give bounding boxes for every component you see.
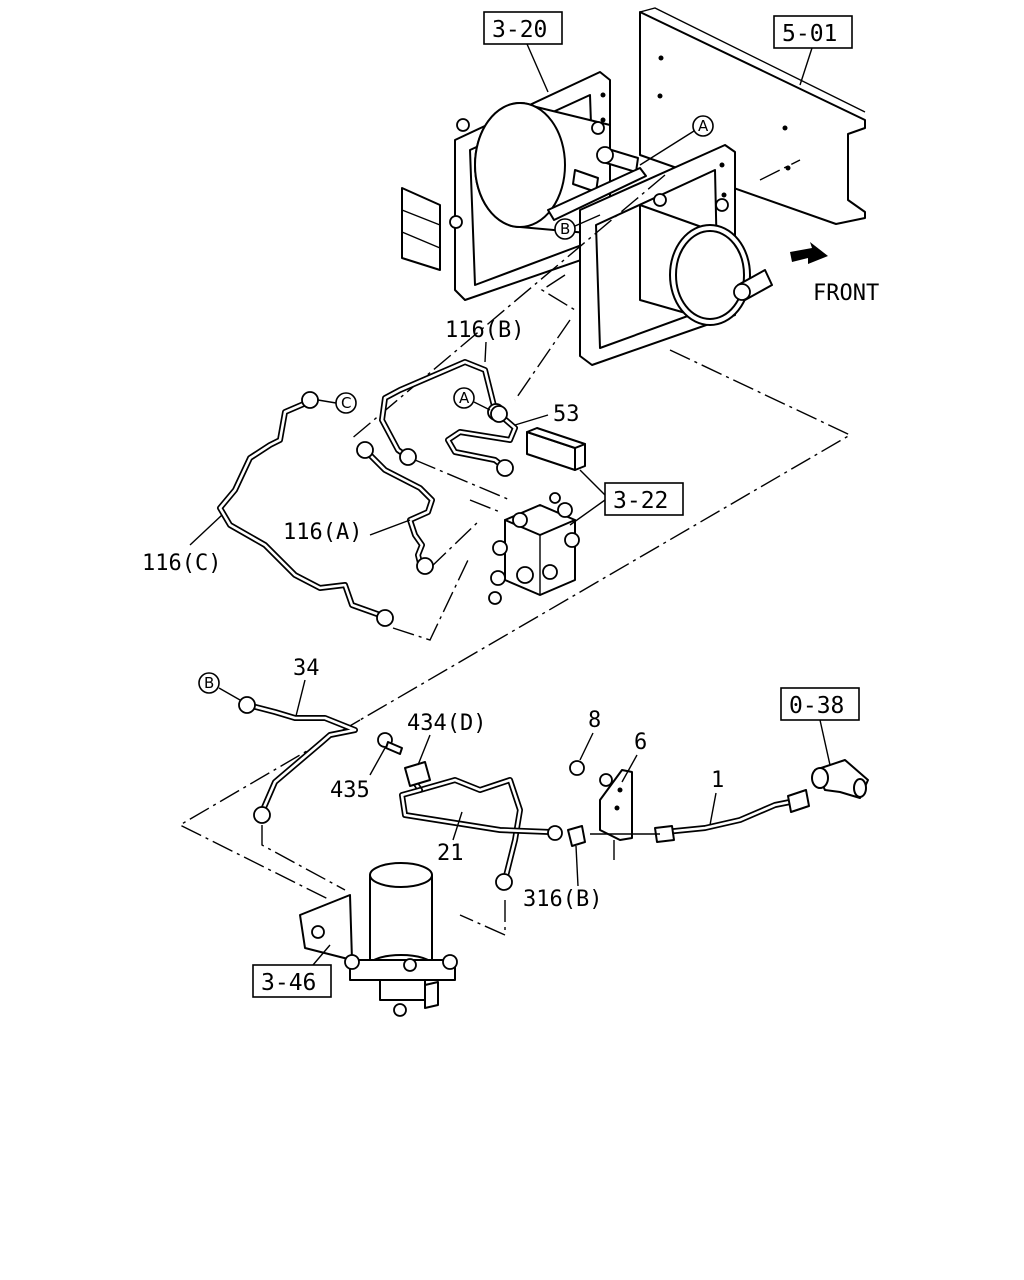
label-434d: 434(D) [407,711,486,736]
reference-box-3-22-text: 3-22 [613,488,668,514]
reference-box-5-01-text: 5-01 [782,21,837,47]
callout-a-top-text: A [698,117,709,135]
callout-c-mid: C [335,392,357,414]
label-435: 435 [330,778,370,803]
dash-line-10 [178,719,361,901]
air-tank-front [547,144,773,366]
pipe-21 [399,772,563,891]
callout-b-low: B [198,672,220,694]
dash-line-9 [469,499,501,513]
dash-line-11 [261,825,346,891]
pipe-34 [238,696,358,824]
bracket-6 [569,760,633,860]
dash-line-1 [349,174,666,441]
callout-c-mid-text: C [341,394,351,412]
pipe-53 [445,405,586,477]
dash-line-8 [392,559,469,641]
dash-line-7 [429,519,481,569]
reference-box-0-38-text: 0-38 [789,693,844,719]
label-1: 1 [711,768,724,793]
dash-line-5 [540,274,576,311]
pipe-116b [379,359,505,466]
dash-line-12 [459,900,506,937]
reference-box-3-46: 3-46 [252,964,332,998]
valve-block [488,492,580,605]
clamp-434d [377,732,431,787]
dash-line-6 [414,459,511,501]
reference-box-3-22: 3-22 [604,482,684,516]
dash-line-3 [514,319,571,401]
callout-a-mid-text: A [459,389,470,407]
callout-a-mid: A [453,387,475,409]
label-6: 6 [634,730,647,755]
hose-1 [590,789,810,843]
label-8: 8 [588,708,601,733]
label-53: 53 [553,402,580,427]
front-arrow-icon [790,242,828,264]
fitting-316b [567,825,586,847]
reference-box-3-20: 3-20 [483,11,563,45]
reference-box-3-20-text: 3-20 [492,17,547,43]
air-dryer [299,862,458,1017]
label-316b: 316(B) [523,887,602,912]
label-116b: 116(B) [445,318,524,343]
dash-line-2 [359,349,852,721]
reference-box-0-38: 0-38 [780,687,860,721]
callout-b-low-text: B [204,674,214,692]
label-116c: 116(C) [142,551,221,576]
label-116a: 116(A) [283,520,362,545]
label-21: 21 [437,841,464,866]
air-tank-rear [401,71,639,301]
callout-a-top: A [692,115,714,137]
callout-b-top: B [554,218,576,240]
reference-box-3-46-text: 3-46 [261,970,316,996]
reference-box-5-01: 5-01 [773,15,853,49]
dash-line-4 [759,159,801,181]
callout-b-top-text: B [560,220,570,238]
front-label: FRONT [813,281,879,306]
pipe-116a [356,441,435,575]
pipe-116c [217,391,394,627]
elbow-fitting [811,759,869,799]
label-34: 34 [293,656,320,681]
